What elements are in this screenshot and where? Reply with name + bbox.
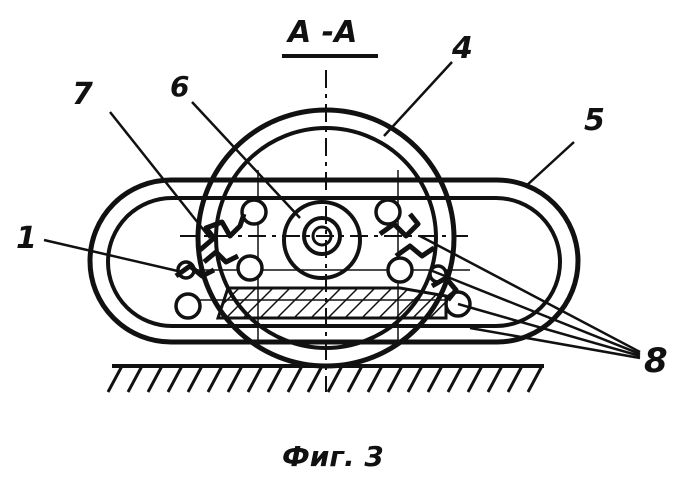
roller: [242, 200, 266, 224]
section-title: A -A: [286, 15, 357, 50]
label-4: 4: [451, 31, 473, 66]
leader-4: [384, 62, 452, 136]
label-1: 1: [16, 221, 37, 256]
leader-1: [44, 240, 182, 272]
label-5: 5: [584, 103, 605, 138]
roller: [176, 294, 200, 318]
leader-5: [526, 142, 574, 186]
roller: [376, 200, 400, 224]
label-8: 8: [644, 341, 668, 381]
roller: [238, 256, 262, 280]
base-plate: [218, 288, 446, 318]
label-6: 6: [170, 70, 189, 103]
roller: [388, 258, 412, 282]
figure-caption: Фиг. 3: [282, 440, 384, 473]
label-7: 7: [72, 77, 93, 112]
